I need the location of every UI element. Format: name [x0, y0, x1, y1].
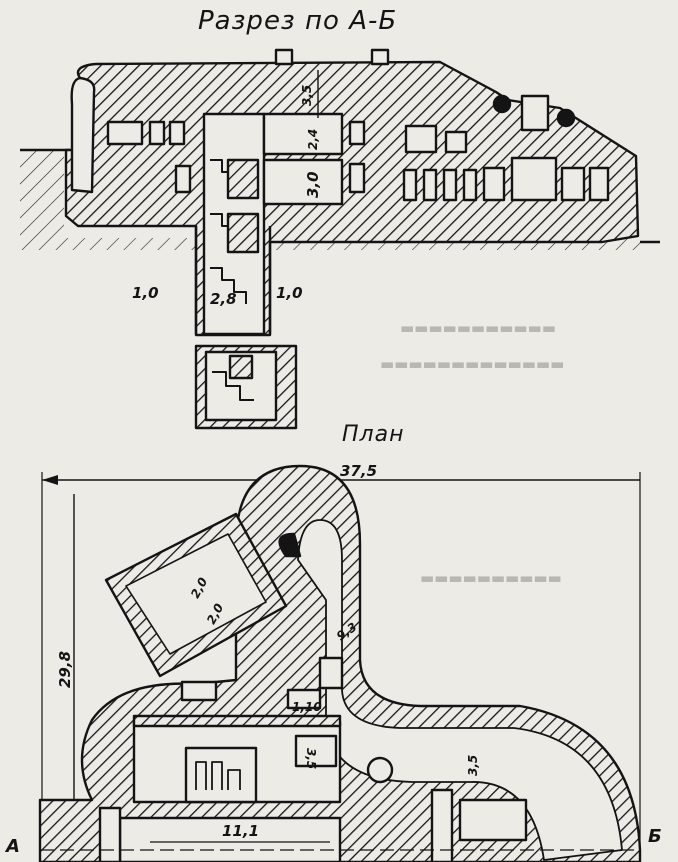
section-drawing: [20, 48, 660, 430]
room-row-7: [560, 166, 586, 202]
plan-dim-overall-width: 37,5: [340, 462, 378, 480]
plan-dim-bottom-width: 11,1: [222, 822, 260, 840]
section-dim-shaft-left: 1,0: [132, 284, 159, 302]
lower-well-block: [228, 354, 254, 380]
stair-block-2: [226, 158, 260, 200]
section-dim-shaft-mid: 2,8: [210, 290, 237, 308]
room-row-4: [462, 168, 478, 202]
plan-cupola: [278, 532, 302, 558]
plan-drawing: [38, 464, 642, 862]
chamber-3: [168, 120, 186, 146]
chamber-7: [348, 162, 366, 194]
plan-bottom-corridor: [118, 816, 342, 862]
plan-dim-arrow-l: [42, 475, 58, 485]
plan-stair-room: [184, 746, 258, 804]
section-dim-shaft-right: 1,0: [276, 284, 303, 302]
cupola-turret: [520, 94, 550, 132]
middle-room: [262, 158, 344, 206]
plan-left-room: [98, 806, 122, 862]
plan-notch-2: [286, 688, 322, 710]
chamber-6: [348, 120, 366, 146]
plan-dim-overall-height: 29,8: [56, 650, 74, 688]
stair-block-1: [226, 212, 260, 254]
roof-vent-2: [370, 48, 390, 66]
bleed-through-text: ▬▬▬▬▬▬▬▬▬▬▬: [400, 319, 556, 337]
plan-title: План: [342, 422, 405, 447]
section-title: Разрез по А-Б: [198, 6, 398, 36]
room-row-3: [442, 168, 458, 202]
plan-observation: [366, 756, 394, 784]
room-row-5: [482, 166, 506, 202]
bleed-through-text: ▬▬▬▬▬▬▬▬▬▬: [420, 569, 562, 587]
chamber-9: [444, 130, 468, 154]
plan-notch: [318, 656, 344, 690]
chamber-2: [148, 120, 166, 146]
room-row-6: [510, 156, 558, 202]
roof-vent-1: [274, 48, 294, 66]
plan-dim-small-1: 3,5: [304, 748, 318, 770]
room-row-8: [588, 166, 610, 202]
room-row-2: [422, 168, 438, 202]
section-marker-start: А: [6, 836, 20, 857]
lower-well-steps: [212, 371, 254, 401]
chamber-4: [174, 164, 192, 194]
section-marker-end: Б: [648, 826, 662, 847]
room-row-1: [402, 168, 418, 202]
cupola-left: [492, 94, 512, 114]
chamber-8: [404, 124, 438, 154]
plan-dim-small-2: 3,5: [466, 754, 480, 776]
plan-dim-inner-thickness: 1,10: [292, 700, 322, 714]
chamber-1: [106, 120, 144, 146]
section-dim-mid: 2,4: [306, 128, 320, 150]
plan-right-room-2: [458, 798, 528, 842]
section-dim-upper: 3,5: [300, 84, 314, 106]
cupola-right: [556, 108, 576, 128]
plan-triangle-room: [180, 680, 218, 702]
plan-right-room: [430, 788, 454, 862]
section-dim-wall: 3,0: [304, 171, 322, 198]
section-nose: [70, 76, 96, 194]
plan-side-room: [294, 734, 338, 768]
upper-room: [262, 112, 344, 156]
plan-stairs: [195, 761, 241, 790]
plan-inner-wall: [132, 714, 342, 728]
plan-ramp-inner: [125, 533, 267, 655]
bleed-through-text: ▬▬▬▬▬▬▬▬▬▬▬▬▬: [380, 355, 565, 373]
